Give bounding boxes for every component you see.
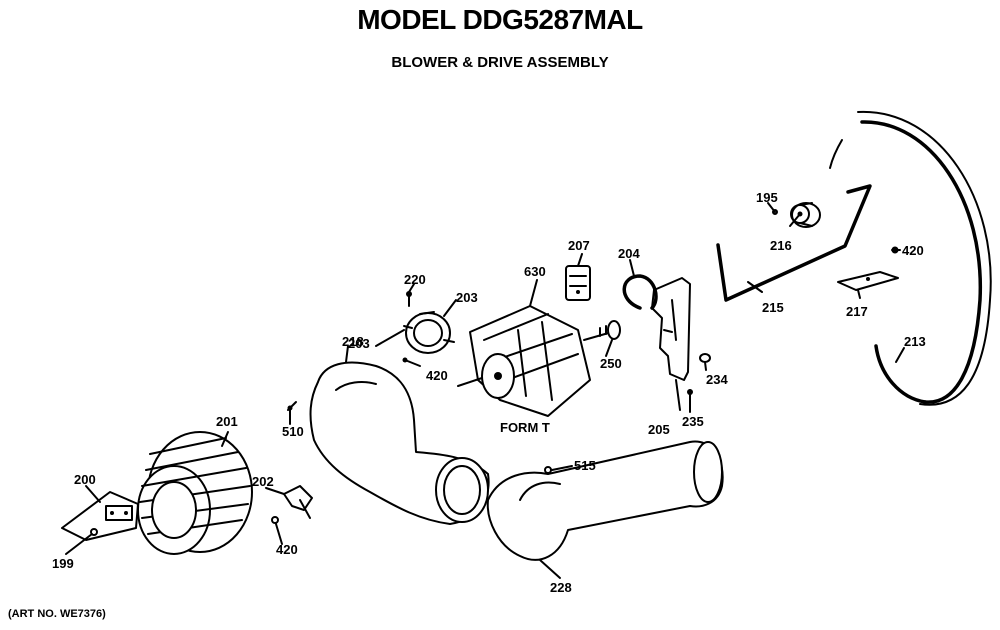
callout-216: 216 <box>770 238 792 253</box>
callout-220: 220 <box>404 272 426 287</box>
callout-510: 510 <box>282 424 304 439</box>
blower-housing-part-218 <box>309 361 490 525</box>
callout-195: 195 <box>756 190 778 205</box>
screw-part-510 <box>287 401 297 411</box>
callout-228: 228 <box>550 580 572 595</box>
callout-203-upper: 203 <box>456 290 478 305</box>
callout-217: 217 <box>846 304 868 319</box>
screw-part-420-clamp <box>402 357 421 367</box>
clip-part-204 <box>622 274 658 310</box>
callout-201: 201 <box>216 414 238 429</box>
screw-part-515 <box>544 466 552 474</box>
callout-203-left: 203 <box>348 336 370 351</box>
callout-235: 235 <box>682 414 704 429</box>
callout-213: 213 <box>904 334 926 349</box>
motor-form-label: FORM T <box>500 420 550 435</box>
art-number: (ART NO. WE7376) <box>8 608 106 620</box>
callout-420-drum: 420 <box>902 243 924 258</box>
callout-199: 199 <box>52 556 74 571</box>
diagram-subtitle: BLOWER & DRIVE ASSEMBLY <box>391 54 609 71</box>
callout-218: 218 <box>342 334 364 349</box>
bracket-part-217 <box>837 271 899 291</box>
seal-plate-part-200 <box>61 491 139 541</box>
callout-630: 630 <box>524 264 546 279</box>
blower-wheel-part-201 <box>137 431 253 555</box>
motor-mount-part-205 <box>651 277 691 381</box>
callout-234: 234 <box>706 372 728 387</box>
diagram-title: MODEL DDG5287MAL <box>357 4 643 35</box>
drum-rim-part-213 <box>829 110 992 406</box>
screw-part-220 <box>406 291 412 307</box>
callout-200: 200 <box>74 472 96 487</box>
leader-lines <box>65 202 905 579</box>
callout-250: 250 <box>600 356 622 371</box>
clip-part-202 <box>283 485 313 519</box>
screw-part-199 <box>90 528 98 536</box>
callout-215: 215 <box>762 300 784 315</box>
callout-204: 204 <box>618 246 640 261</box>
clip-part-195 <box>772 209 778 215</box>
switch-part-207 <box>565 265 591 301</box>
callout-202: 202 <box>252 474 274 489</box>
callout-420-clamp: 420 <box>426 368 448 383</box>
screw-part-420-lower <box>271 516 279 524</box>
motor-part-630 <box>457 305 621 417</box>
callout-207: 207 <box>568 238 590 253</box>
exhaust-duct-part-228 <box>486 440 724 561</box>
clamp-part-203 <box>403 311 455 354</box>
idler-pulley-part-216 <box>790 202 821 228</box>
washer-part-234 <box>699 353 711 363</box>
idler-arm-part-215 <box>716 184 872 302</box>
callout-420-lower: 420 <box>276 542 298 557</box>
callout-515: 515 <box>574 458 596 473</box>
screw-part-235 <box>687 389 693 406</box>
callout-205: 205 <box>648 422 670 437</box>
